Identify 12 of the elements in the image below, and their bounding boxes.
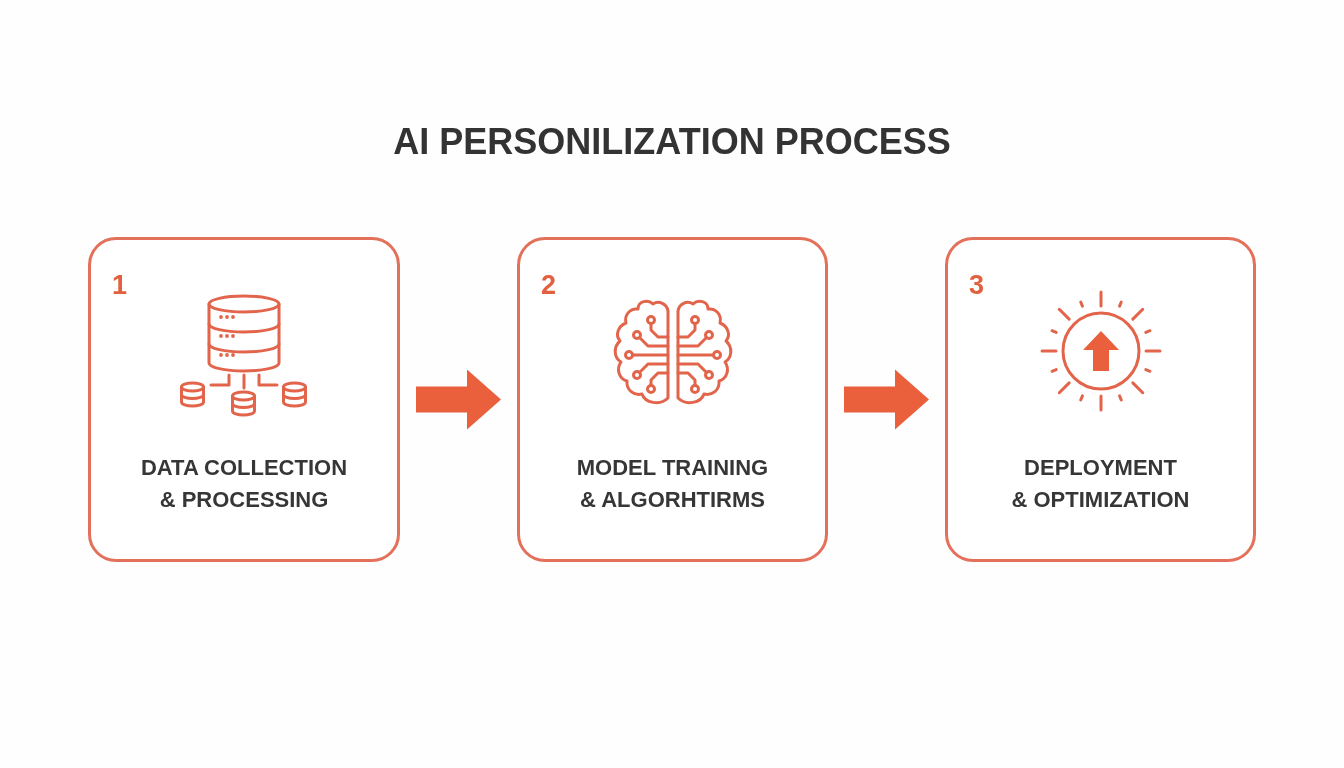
step-number: 2 (541, 272, 557, 299)
step-card (517, 237, 828, 562)
block-arrow (416, 369, 501, 430)
step-card (945, 237, 1256, 562)
step-number: 3 (969, 272, 985, 299)
diagram-title: AI PERSONILIZATION PROCESS (393, 120, 951, 164)
step-title: DATA COLLECTION & PROCESSING (140, 455, 348, 512)
step-title: MODEL TRAINING & ALGORHTIRMS (576, 455, 769, 512)
step-card (88, 237, 400, 562)
step-number: 1 (112, 272, 128, 299)
step-title: DEPLOYMENT & OPTIMIZATION (1011, 455, 1190, 512)
block-arrow (844, 369, 929, 430)
